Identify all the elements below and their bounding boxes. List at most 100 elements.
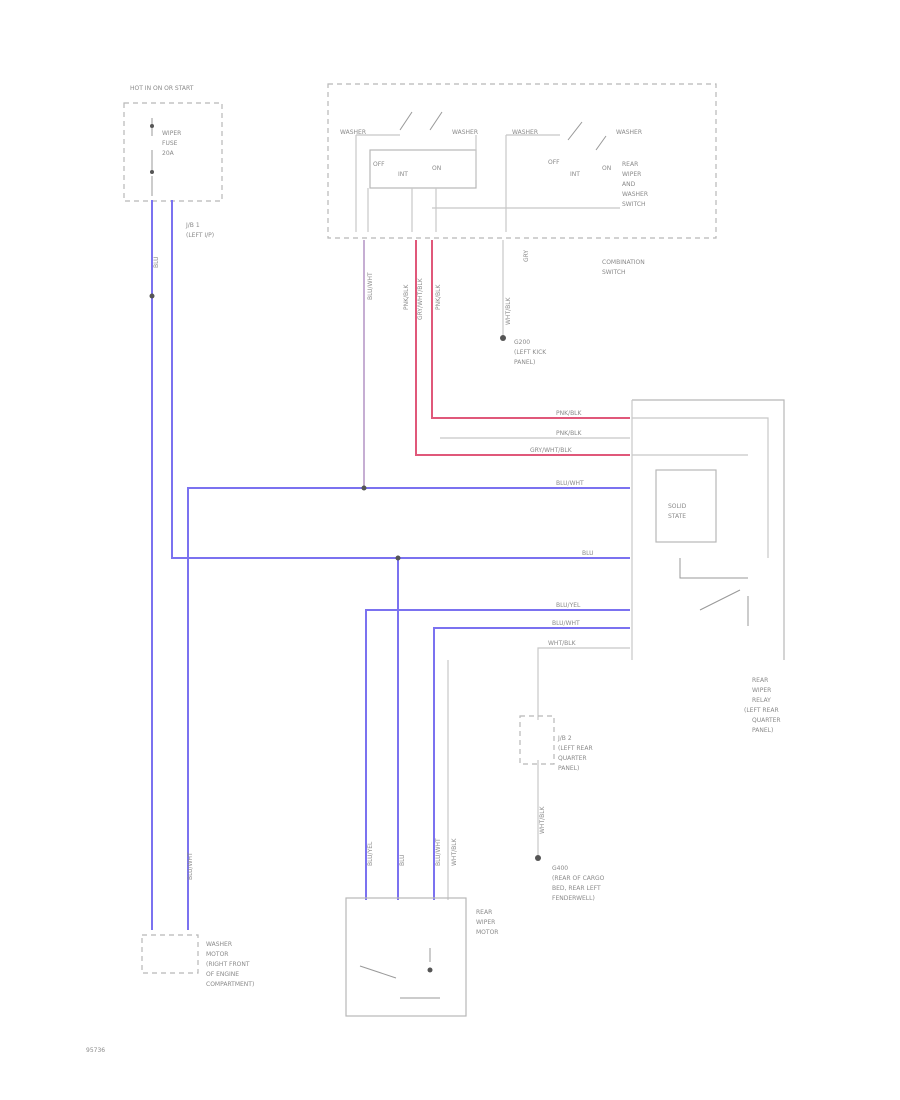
fuse-label-line3: 20A (162, 150, 175, 157)
jb2-label-1: J/B 2 (557, 735, 572, 742)
relay-wire-label-4: BLU/WHT (556, 480, 584, 487)
blu-wht-motor-wire (433, 627, 630, 900)
solid-state-label-1: SOLID (668, 503, 687, 510)
combination-switch: WASHER OFF INT ON WASHER WASHER OFF INT … (327, 83, 717, 276)
rear-switch-label-1: REAR (622, 161, 638, 168)
rear-on-label: ON (602, 165, 611, 172)
combination-switch-label-1: COMBINATION (602, 259, 645, 266)
relay-wire-label-7: BLU/WHT (552, 620, 580, 627)
g400-label-2: (REAR OF CARGO (552, 875, 605, 882)
relay-label-4: (LEFT REAR (744, 707, 779, 714)
wire-label-gry: GRY (523, 250, 530, 262)
rear-switch-label-2: WIPER (622, 171, 641, 178)
rear-off-label: OFF (548, 159, 560, 166)
motor-wire-label-3: BLU/WHT (435, 838, 442, 866)
relay-internal-lines (631, 400, 769, 660)
wire-label-pnk-blk: PNK/BLK (403, 283, 410, 310)
rear-washer2-label: WASHER (616, 129, 642, 136)
g200-label-3: PANEL) (514, 359, 535, 366)
g200-label-1: G200 (514, 339, 530, 346)
pink-wire-2 (415, 240, 630, 456)
relay-contact (679, 558, 749, 626)
relay-wire-label-1: PNK/BLK (556, 410, 583, 417)
relay-wire-label-2: PNK/BLK (556, 430, 583, 437)
jb2-label-4: PANEL) (558, 765, 579, 772)
rear-switch-label-5: SWITCH (622, 201, 646, 208)
jb2-label-2: (LEFT REAR (558, 745, 593, 752)
blu-yel-wire (365, 609, 630, 900)
wht-blk-wire (537, 647, 630, 720)
washer-motor: BLU BLU/WHT WASHER MOTOR (RIGHT FRONT OF… (141, 256, 254, 988)
combination-switch-label-2: SWITCH (602, 269, 626, 276)
rear-motor-label-3: MOTOR (476, 929, 498, 936)
g200-label-2: (LEFT KICK (514, 349, 547, 356)
main-wires (149, 200, 630, 930)
front-washer-label: WASHER (340, 129, 366, 136)
solid-state-label-2: STATE (668, 513, 686, 520)
relay-label-6: PANEL) (752, 727, 773, 734)
fuse-node (150, 170, 154, 174)
relay-wire-labels: PNK/BLK PNK/BLK GRY/WHT/BLK BLU/WHT BLU … (530, 410, 594, 647)
front-washer2-label: WASHER (452, 129, 478, 136)
blue-wire-relay-feed (171, 200, 630, 559)
relay-wire-label-8: WHT/BLK (548, 640, 577, 647)
relay-label-1: REAR (752, 677, 768, 684)
front-switch-contact (399, 111, 443, 131)
fuse-node (150, 124, 154, 128)
wire-label-blu-wht: BLU/WHT (367, 272, 374, 300)
relay-wire-label-6: BLU/YEL (556, 602, 581, 609)
switch-wire-labels: BLU/WHT PNK/BLK GRY/WHT/BLK PNK/BLK WHT/… (367, 250, 530, 325)
motor-wire-label-2: BLU (399, 854, 406, 866)
rear-switch-contact (567, 121, 607, 151)
rear-switch-label-3: AND (622, 181, 636, 188)
rear-washer-label: WASHER (512, 129, 538, 136)
front-int-label: INT (398, 171, 408, 178)
fuse-label-line1: WIPER (162, 130, 181, 137)
relay-wire-label-3: GRY/WHT/BLK (530, 447, 573, 454)
g400-label-4: FENDERWELL) (552, 895, 595, 902)
rear-wiper-relay: SOLID STATE REAR WIPER RELAY (LEFT REAR … (631, 399, 785, 734)
wire-label-wht-blk: WHT/BLK (505, 296, 512, 325)
relay-label-3: RELAY (752, 697, 771, 704)
washer-motor-outline (141, 934, 199, 974)
fuse-label-line2: FUSE (162, 140, 178, 147)
washer-motor-label-5: COMPARTMENT) (206, 981, 254, 988)
washer-return-wire-label: BLU/WHT (187, 852, 194, 880)
rear-motor-label-1: REAR (476, 909, 492, 916)
fuse-box: HOT IN ON OR START WIPER FUSE 20A J/B 1 … (123, 85, 223, 239)
solid-state-box (655, 469, 717, 543)
rear-motor-label-2: WIPER (476, 919, 495, 926)
pink-wire-1 (431, 240, 630, 419)
motor-wire-label-1: BLU/YEL (367, 841, 374, 866)
splice-node (361, 485, 367, 491)
footer-code: 95736 (86, 1047, 105, 1054)
ground-g200: G200 (LEFT KICK PANEL) (500, 240, 547, 366)
relay-outline (632, 399, 785, 660)
washer-motor-label-1: WASHER (206, 941, 232, 948)
motor-icon (427, 967, 433, 973)
washer-motor-label-3: (RIGHT FRONT (206, 961, 250, 968)
rear-int-label: INT (570, 171, 580, 178)
rear-motor-internals (359, 948, 440, 999)
rear-wiper-motor: BLU/YEL BLU BLU/WHT WHT/BLK REAR WIPER M… (345, 837, 498, 1017)
g200-ground-icon (500, 335, 506, 341)
jb2-outline (519, 715, 555, 765)
washer-feed-wire-label: BLU (153, 256, 160, 268)
combination-switch-outline (327, 83, 717, 239)
wire-label-gry-wht-blk: GRY/WHT/BLK (417, 277, 424, 320)
washer-motor-label-4: OF ENGINE (206, 971, 239, 978)
g400-ground-icon (535, 855, 541, 861)
switch-internal-wiring (355, 134, 620, 232)
junction-block-2: J/B 2 (LEFT REAR QUARTER PANEL) WHT/BLK … (519, 715, 605, 902)
rear-motor-outline (345, 897, 467, 1017)
motor-wire-label-4: WHT/BLK (451, 837, 458, 866)
washer-motor-label-2: MOTOR (206, 951, 228, 958)
fuse-box-header: HOT IN ON OR START (130, 85, 194, 92)
jb1-label-line2: (LEFT I/P) (186, 232, 214, 239)
splice-node (149, 293, 155, 299)
wire-label-pnk-blk-2: PNK/BLK (435, 283, 442, 310)
g400-wire-label: WHT/BLK (539, 805, 546, 834)
jb2-label-3: QUARTER (558, 755, 587, 762)
relay-label-2: WIPER (752, 687, 771, 694)
